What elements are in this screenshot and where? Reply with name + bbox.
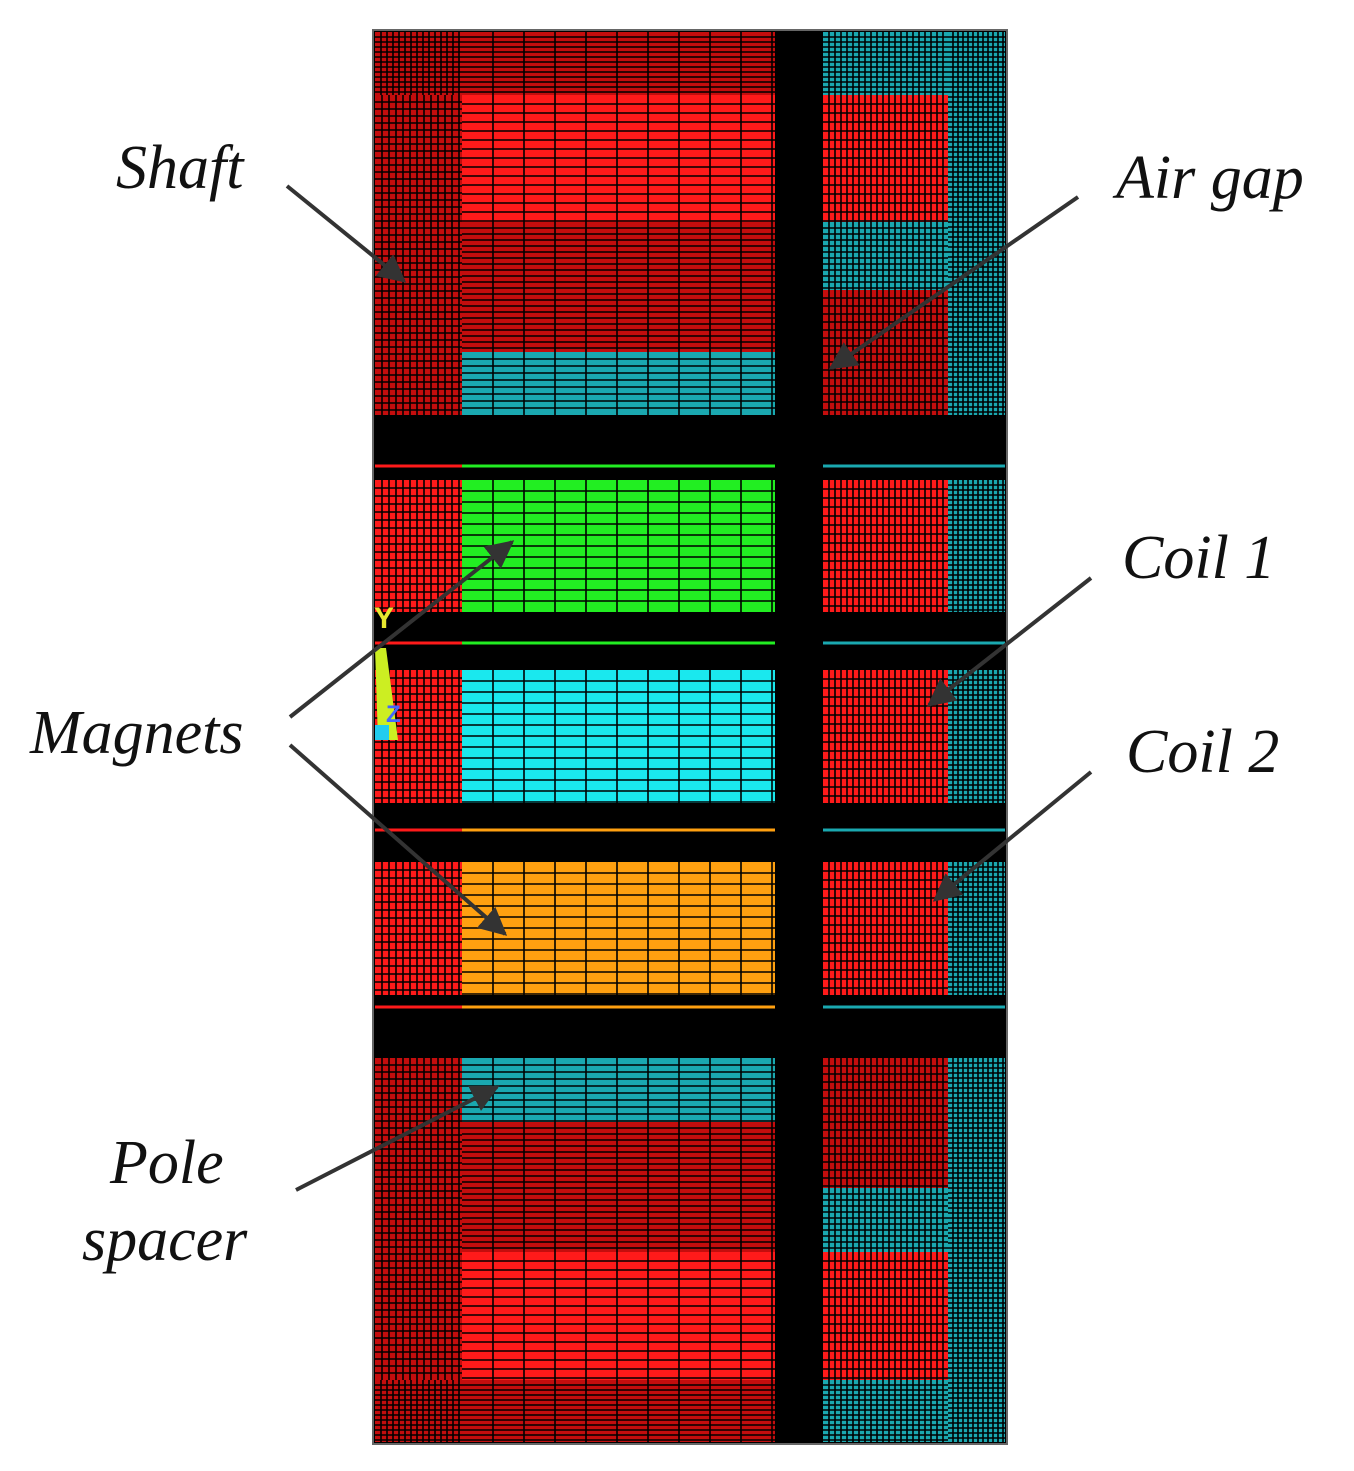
annotation-arrows: [285, 184, 1093, 1192]
outer-lower: [948, 1058, 1005, 1442]
pole-spacer-arrow: [295, 1085, 500, 1192]
magnets-arrow-lower: [288, 743, 508, 936]
label-shaft: Shaft: [116, 134, 245, 202]
mesh-separators: [375, 464, 1005, 1009]
ring-darkred-upper: [823, 290, 948, 415]
coil-1-arrow: [926, 576, 1093, 707]
shaft-upper: [375, 95, 462, 415]
coil-1-top: [823, 480, 948, 612]
coil-2-arrow: [932, 770, 1093, 902]
mag-col-bottom-red: [462, 1252, 775, 1380]
ring-top-teal: [823, 32, 948, 95]
magnets-arrow-upper: [288, 540, 515, 719]
label-magnets: Magnets: [29, 699, 244, 767]
mag-col-darkred-lower: [462, 1122, 775, 1252]
outer-band-1: [948, 480, 1005, 612]
annotation-labels: Shaft Air gap Coil 1 Coil 2 Magnets Pole…: [29, 134, 1304, 1274]
mag-col-top-red: [462, 95, 775, 222]
shaft-lower: [375, 1058, 462, 1380]
ring-darkred-lower: [823, 1058, 948, 1188]
mag-col-top-dense: [462, 32, 775, 95]
label-pole-spacer-line1: Pole: [109, 1129, 224, 1197]
coil-1: [823, 670, 948, 803]
ring-bottom-red: [823, 1252, 948, 1380]
shaft-arrow: [285, 184, 407, 283]
ring-top-red: [823, 95, 948, 222]
shaft-band-3: [375, 862, 462, 995]
outer-upper: [948, 32, 1005, 415]
air-gap-arrow: [828, 195, 1080, 370]
triad-cyan-mark: [375, 725, 389, 740]
ring-teal-lower: [823, 1188, 948, 1252]
triad-yellow-wedge: [375, 648, 398, 740]
model-frame: [372, 29, 1008, 1445]
shaft-top-dense: [375, 32, 462, 95]
mag-col-bottom-dense: [462, 1380, 775, 1442]
outer-band-2: [948, 670, 1005, 803]
triad-y-label: Y: [374, 602, 394, 635]
shaft-band-1: [375, 480, 462, 612]
mesh-regions: [375, 32, 1005, 1442]
coil-2: [823, 862, 948, 995]
ring-teal-upper: [823, 222, 948, 290]
pole-spacer-upper: [462, 352, 775, 415]
triad-z-label: Z: [386, 701, 401, 728]
shaft-bottom-dense: [375, 1380, 462, 1442]
label-coil-1: Coil 1: [1122, 524, 1275, 592]
coordinate-triad: Y Z: [374, 602, 401, 740]
ring-bottom-teal: [823, 1380, 948, 1442]
pole-spacer-lower: [462, 1058, 775, 1122]
magnet-orange: [462, 862, 775, 995]
label-coil-2: Coil 2: [1126, 718, 1279, 786]
magnet-cyan: [462, 670, 775, 803]
label-pole-spacer-line2: spacer: [82, 1206, 248, 1274]
mag-col-darkred-upper: [462, 222, 775, 352]
label-air-gap: Air gap: [1112, 144, 1304, 212]
